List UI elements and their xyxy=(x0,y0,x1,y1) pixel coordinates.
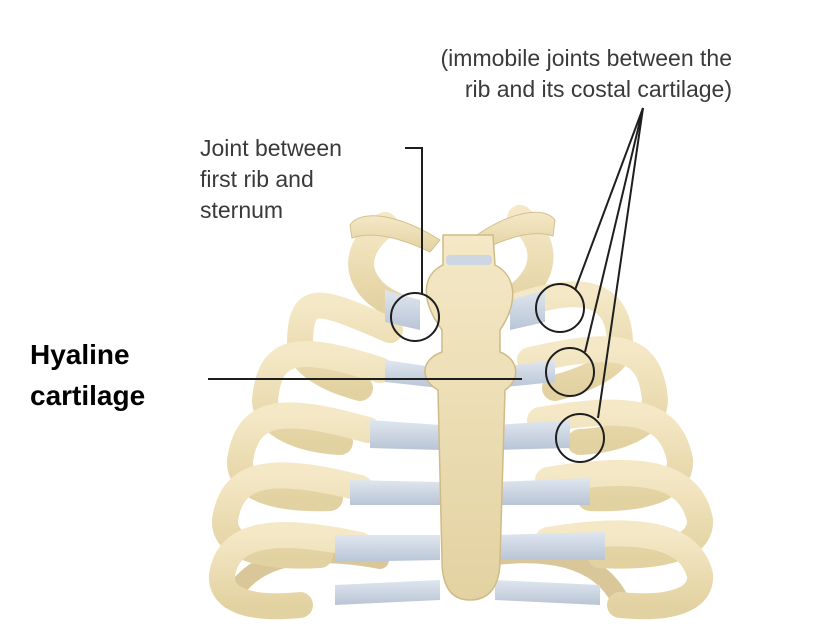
first-rib-joint-circle xyxy=(390,292,440,342)
leader-lines xyxy=(208,107,644,419)
costal-joints-label-line2: rib and its costal cartilage) xyxy=(464,76,732,102)
first-rib-label-line2: first rib and xyxy=(200,166,314,192)
first-rib-label-line3: sternum xyxy=(200,197,284,223)
costochondral-leader-1 xyxy=(574,107,644,291)
costal-joints-label-line1: (immobile joints between the xyxy=(440,45,732,71)
costochondral-leader-2 xyxy=(584,107,644,353)
sternum xyxy=(424,234,517,601)
costochondral-circle-2 xyxy=(545,347,595,397)
costochondral-circle-1 xyxy=(535,283,585,333)
costochondral-circle-3 xyxy=(555,413,605,463)
hyaline-label-line2: cartilage xyxy=(30,380,146,411)
first-rib-leader xyxy=(405,147,423,294)
joint-circles xyxy=(390,283,605,463)
ribs-left xyxy=(209,212,408,620)
first-rib-label-line1: Joint between xyxy=(200,135,342,161)
costochondral-leader-3 xyxy=(597,107,644,419)
ribs-right xyxy=(487,205,713,620)
hyaline-label-line1: Hyaline xyxy=(30,339,130,370)
